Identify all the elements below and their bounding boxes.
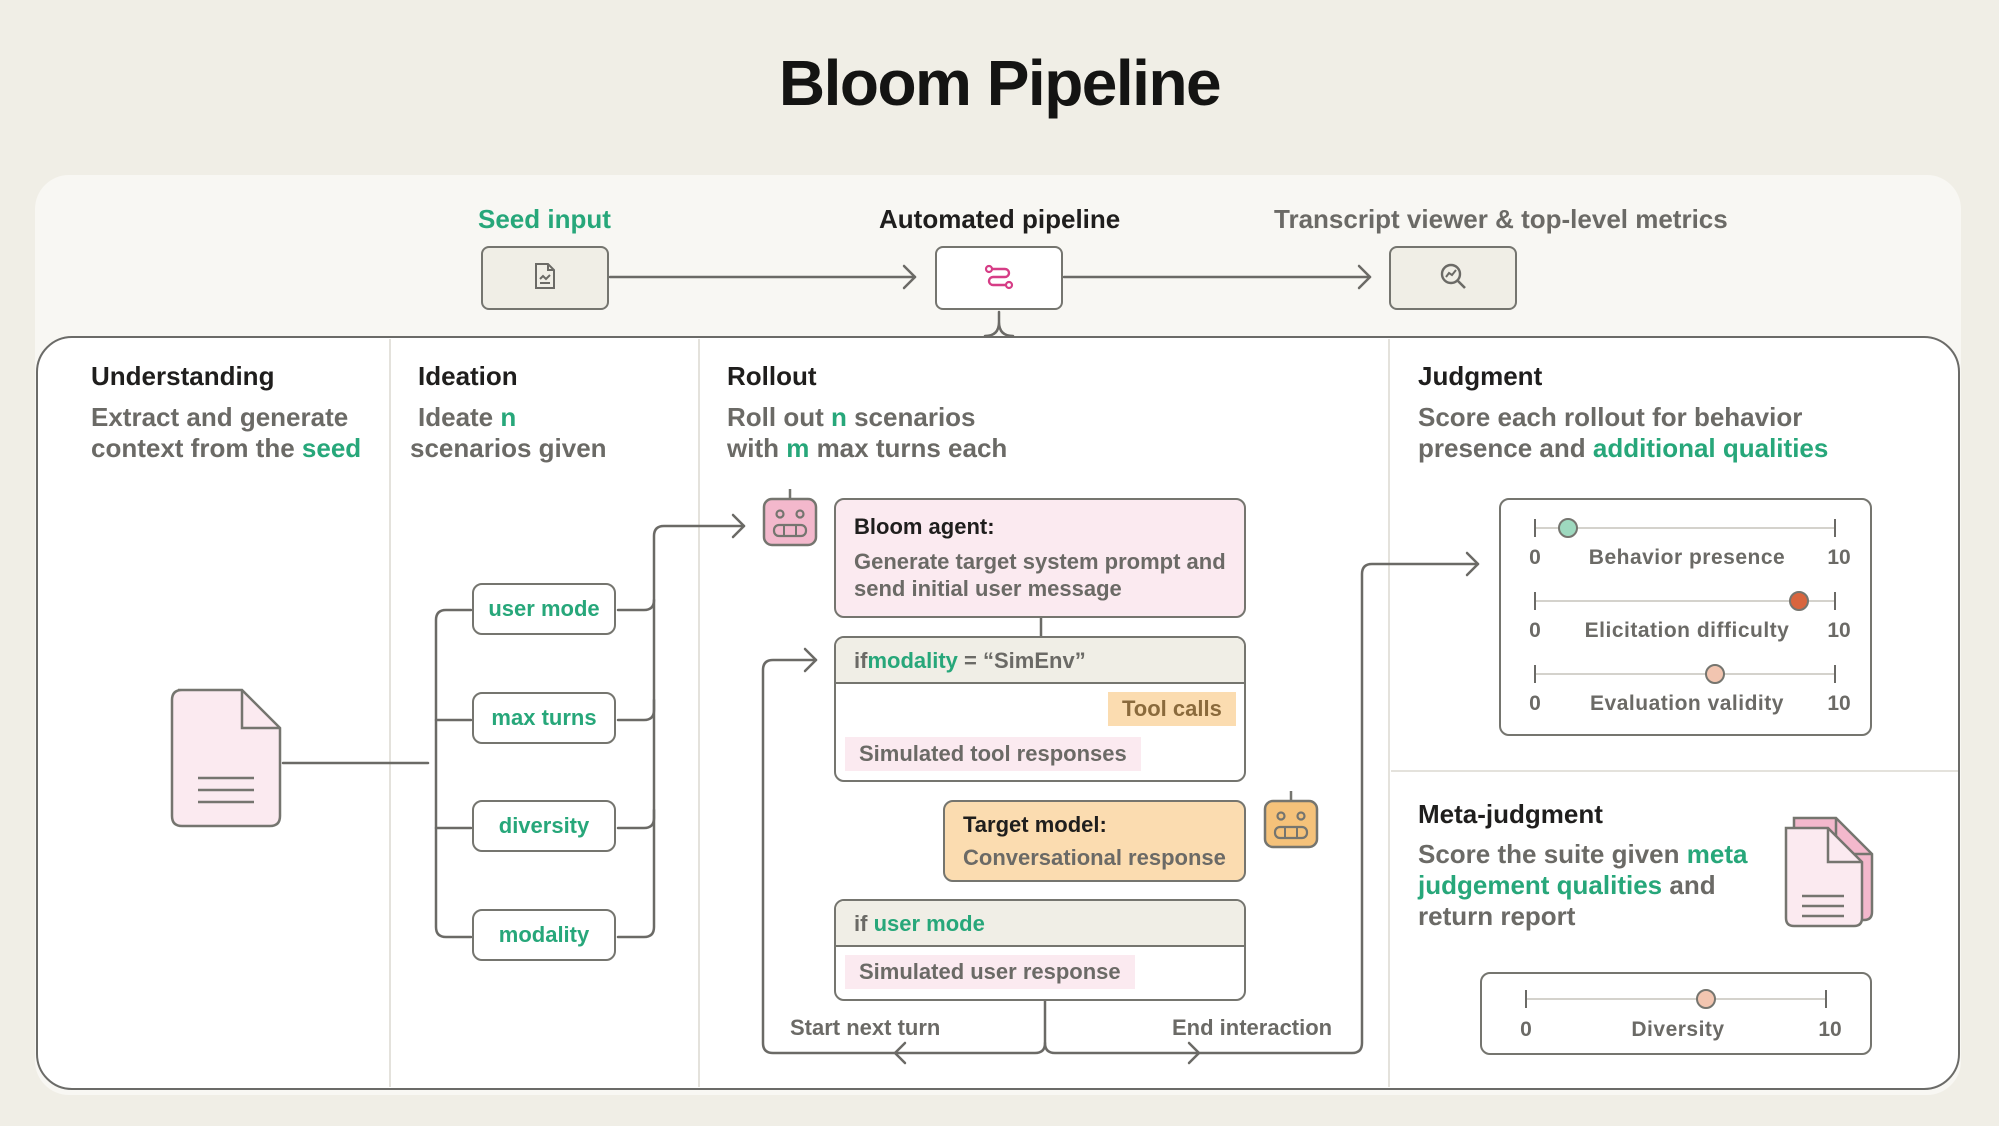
meta-scale: 0 10 Diversity bbox=[1520, 989, 1842, 1041]
automated-pipeline-box[interactable] bbox=[935, 246, 1063, 310]
rollout-line1-suffix: scenarios bbox=[846, 402, 976, 432]
simulated-user-response-chip: Simulated user response bbox=[845, 955, 1135, 989]
meta-judgment-desc: Score the suite given meta judgement qua… bbox=[1418, 839, 1758, 932]
meta-judgment-title: Meta-judgment bbox=[1418, 799, 1603, 829]
scale-max-label: 10 bbox=[1818, 1018, 1841, 1041]
judgment-desc: Score each rollout for behavior presence… bbox=[1418, 402, 1858, 464]
meta-scale-card bbox=[1480, 972, 1872, 1055]
seed-document-icon bbox=[170, 688, 282, 828]
meta-desc-highlight: meta judgement qualities bbox=[1418, 839, 1748, 900]
understanding-desc-text: Extract and generate context from the bbox=[91, 402, 349, 463]
meta-desc-suffix: and return report bbox=[1418, 870, 1716, 931]
ideation-desc-suffix: scenarios given bbox=[410, 433, 607, 463]
ideation-desc-text: Ideate bbox=[418, 402, 501, 432]
target-model-title: Target model: bbox=[963, 812, 1107, 837]
rollout-line1-text: Roll out bbox=[727, 402, 831, 432]
meta-desc-text: Score the suite given bbox=[1418, 839, 1687, 869]
scale-label: Behavior presence bbox=[1589, 546, 1785, 569]
scale-marker bbox=[1705, 664, 1725, 684]
seed-input-box[interactable] bbox=[481, 246, 609, 310]
magnifier-chart-icon bbox=[1438, 261, 1468, 296]
param-modality: modality bbox=[472, 909, 616, 961]
simenv-cond: = “SimEnv” bbox=[957, 647, 1086, 673]
scale-max-label: 10 bbox=[1827, 692, 1850, 715]
rollout-line2-highlight: m bbox=[786, 433, 810, 463]
scale-max-label: 10 bbox=[1827, 619, 1850, 642]
judgment-desc-text: Score each rollout for behavior presence… bbox=[1418, 402, 1803, 463]
ideation-title: Ideation bbox=[418, 361, 518, 391]
rollout-desc: Roll out n scenarios with m max turns eac… bbox=[727, 402, 1047, 464]
scale-marker bbox=[1558, 518, 1578, 538]
user-mode-if: if bbox=[854, 910, 874, 936]
simenv-var: modality bbox=[867, 647, 958, 673]
simenv-header: if modality = “SimEnv” bbox=[836, 638, 1244, 684]
scale-max-label: 10 bbox=[1827, 546, 1850, 569]
scale-label: Elicitation difficulty bbox=[1585, 619, 1790, 642]
robot-icon bbox=[762, 489, 818, 547]
target-model-text: Conversational response bbox=[963, 845, 1226, 870]
understanding-title: Understanding bbox=[91, 361, 275, 391]
start-next-turn-label: Start next turn bbox=[790, 1015, 941, 1040]
judgment-desc-highlight: additional qualities bbox=[1592, 433, 1829, 463]
scale-min-label: 0 bbox=[1529, 546, 1541, 569]
page-title: Bloom Pipeline bbox=[778, 47, 1222, 119]
stage-viewer-label: Transcript viewer & top-level metrics bbox=[1274, 204, 1728, 234]
scale-min-label: 0 bbox=[1529, 619, 1541, 642]
target-model-card: Target model: Conversational response bbox=[943, 800, 1246, 882]
tool-calls-chip: Tool calls bbox=[1108, 692, 1236, 726]
scale-min-label: 0 bbox=[1529, 692, 1541, 715]
ideation-desc-highlight: n bbox=[500, 402, 517, 432]
user-mode-header: if user mode bbox=[836, 901, 1244, 947]
user-mode-var: user mode bbox=[873, 910, 985, 936]
rollout-title: Rollout bbox=[727, 361, 817, 391]
rollout-line2-text: with bbox=[727, 433, 787, 463]
scale-min-label: 0 bbox=[1520, 1018, 1532, 1041]
bloom-agent-card: Bloom agent: Generate target system prom… bbox=[834, 498, 1246, 618]
simenv-if: if bbox=[854, 647, 868, 673]
document-icon bbox=[533, 262, 557, 295]
param-max-turns: max turns bbox=[472, 692, 616, 744]
param-user-mode: user mode bbox=[472, 583, 616, 635]
rollout-line1-highlight: n bbox=[830, 402, 847, 432]
scale-label: Evaluation validity bbox=[1590, 692, 1784, 715]
ideation-desc: Ideate n scenarios given bbox=[410, 402, 678, 464]
transcript-viewer-box[interactable] bbox=[1389, 246, 1517, 310]
rollout-line2-suffix: max turns each bbox=[809, 433, 1008, 463]
understanding-desc-highlight: seed bbox=[301, 433, 362, 463]
pipeline-icon bbox=[984, 261, 1014, 296]
report-documents-icon bbox=[1784, 816, 1874, 928]
param-diversity: diversity bbox=[472, 800, 616, 852]
judgment-title: Judgment bbox=[1418, 361, 1543, 391]
bloom-agent-text: Generate target system prompt and send i… bbox=[854, 549, 1226, 601]
stage-seed-label: Seed input bbox=[478, 204, 611, 234]
simulated-tool-responses-chip: Simulated tool responses bbox=[845, 737, 1141, 771]
scale-marker bbox=[1789, 591, 1809, 611]
stage-pipeline-label: Automated pipeline bbox=[879, 204, 1121, 234]
scale-marker bbox=[1696, 989, 1716, 1009]
target-robot-icon bbox=[1263, 791, 1319, 849]
end-interaction-label: End interaction bbox=[1172, 1015, 1333, 1040]
scale-label: Diversity bbox=[1631, 1018, 1724, 1041]
judgment-scales-card bbox=[1499, 498, 1872, 736]
understanding-desc: Extract and generate context from the se… bbox=[91, 402, 381, 464]
bloom-agent-title: Bloom agent: bbox=[854, 514, 995, 539]
